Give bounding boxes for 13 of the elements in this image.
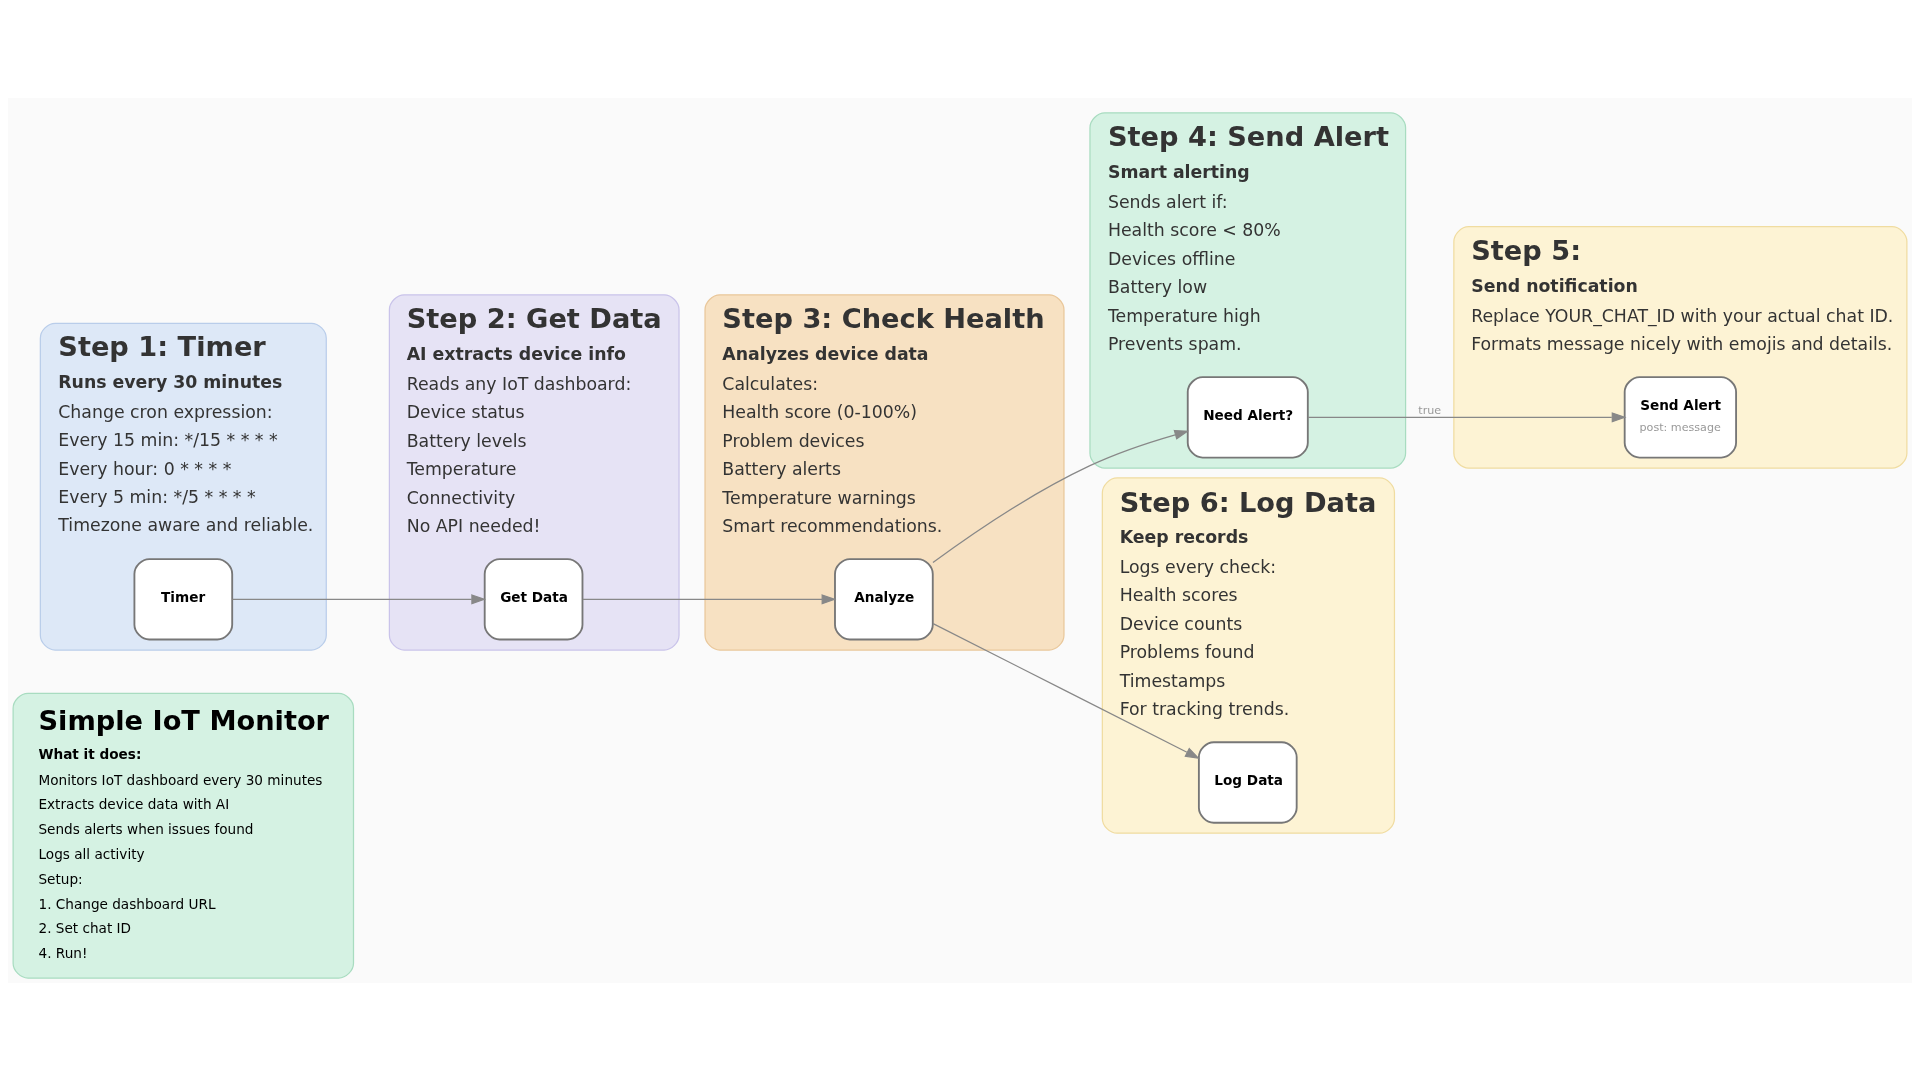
arrow [1307,411,1627,423]
node-box: Need Alert? [1186,375,1309,458]
node-box: Analyze [834,557,934,640]
arrow [231,593,487,604]
node-box: Log Data [1197,740,1298,824]
node-box: Timer [133,557,234,640]
arrow [932,429,1190,563]
arrow [582,593,837,604]
node-box: Get Data [483,557,584,640]
node-box: Send Alert post: message [1623,375,1737,458]
arrow [932,622,1200,759]
node-box: Simple IoT Monitor What it does: Monitors IoT dashboard every 30 minutes Extracts device data with AI Sends alerts when issues found Logs all activity Setup: 1. Change dashboard URL 2. Set chat ID 4. Run! [12,692,355,979]
edge-label: true [1418,403,1442,417]
